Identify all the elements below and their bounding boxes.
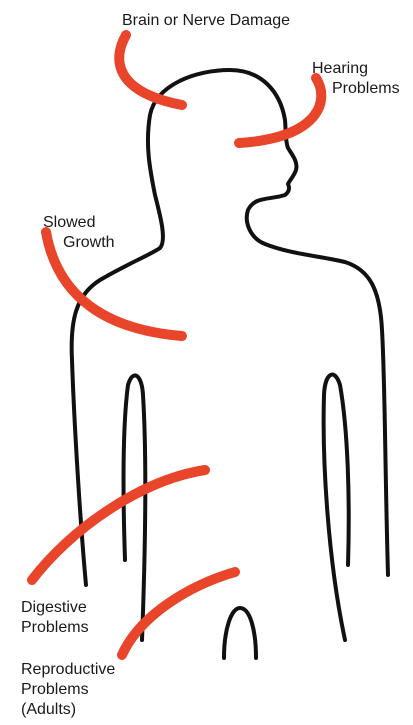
label-brain-text: Brain or Nerve Damage	[122, 11, 290, 31]
arrow-digestive	[32, 470, 205, 580]
left-arm-outline	[123, 375, 145, 640]
label-reproductive: Reproductive Problems (Adults)	[21, 660, 115, 720]
label-reproductive-line1: Reproductive	[21, 660, 115, 680]
arrows	[32, 35, 321, 655]
label-growth-line1: Slowed	[43, 213, 115, 233]
label-growth: Slowed Growth	[43, 213, 115, 253]
label-hearing: Hearing Problems	[312, 59, 400, 99]
arrow-reproductive	[122, 572, 235, 655]
label-reproductive-line2: Problems	[21, 680, 115, 700]
label-hearing-line1: Hearing	[312, 59, 400, 79]
label-digestive: Digestive Problems	[21, 598, 89, 638]
label-growth-line2: Growth	[63, 233, 115, 253]
label-reproductive-line3: (Adults)	[21, 700, 115, 720]
arrow-brain	[119, 35, 182, 105]
label-digestive-line2: Problems	[21, 618, 89, 638]
arrow-hearing	[239, 78, 321, 143]
label-hearing-line2: Problems	[332, 79, 400, 99]
label-brain: Brain or Nerve Damage	[122, 11, 290, 31]
label-digestive-line1: Digestive	[21, 598, 89, 618]
legs-outline	[224, 608, 256, 658]
right-arm-outline	[324, 375, 349, 640]
